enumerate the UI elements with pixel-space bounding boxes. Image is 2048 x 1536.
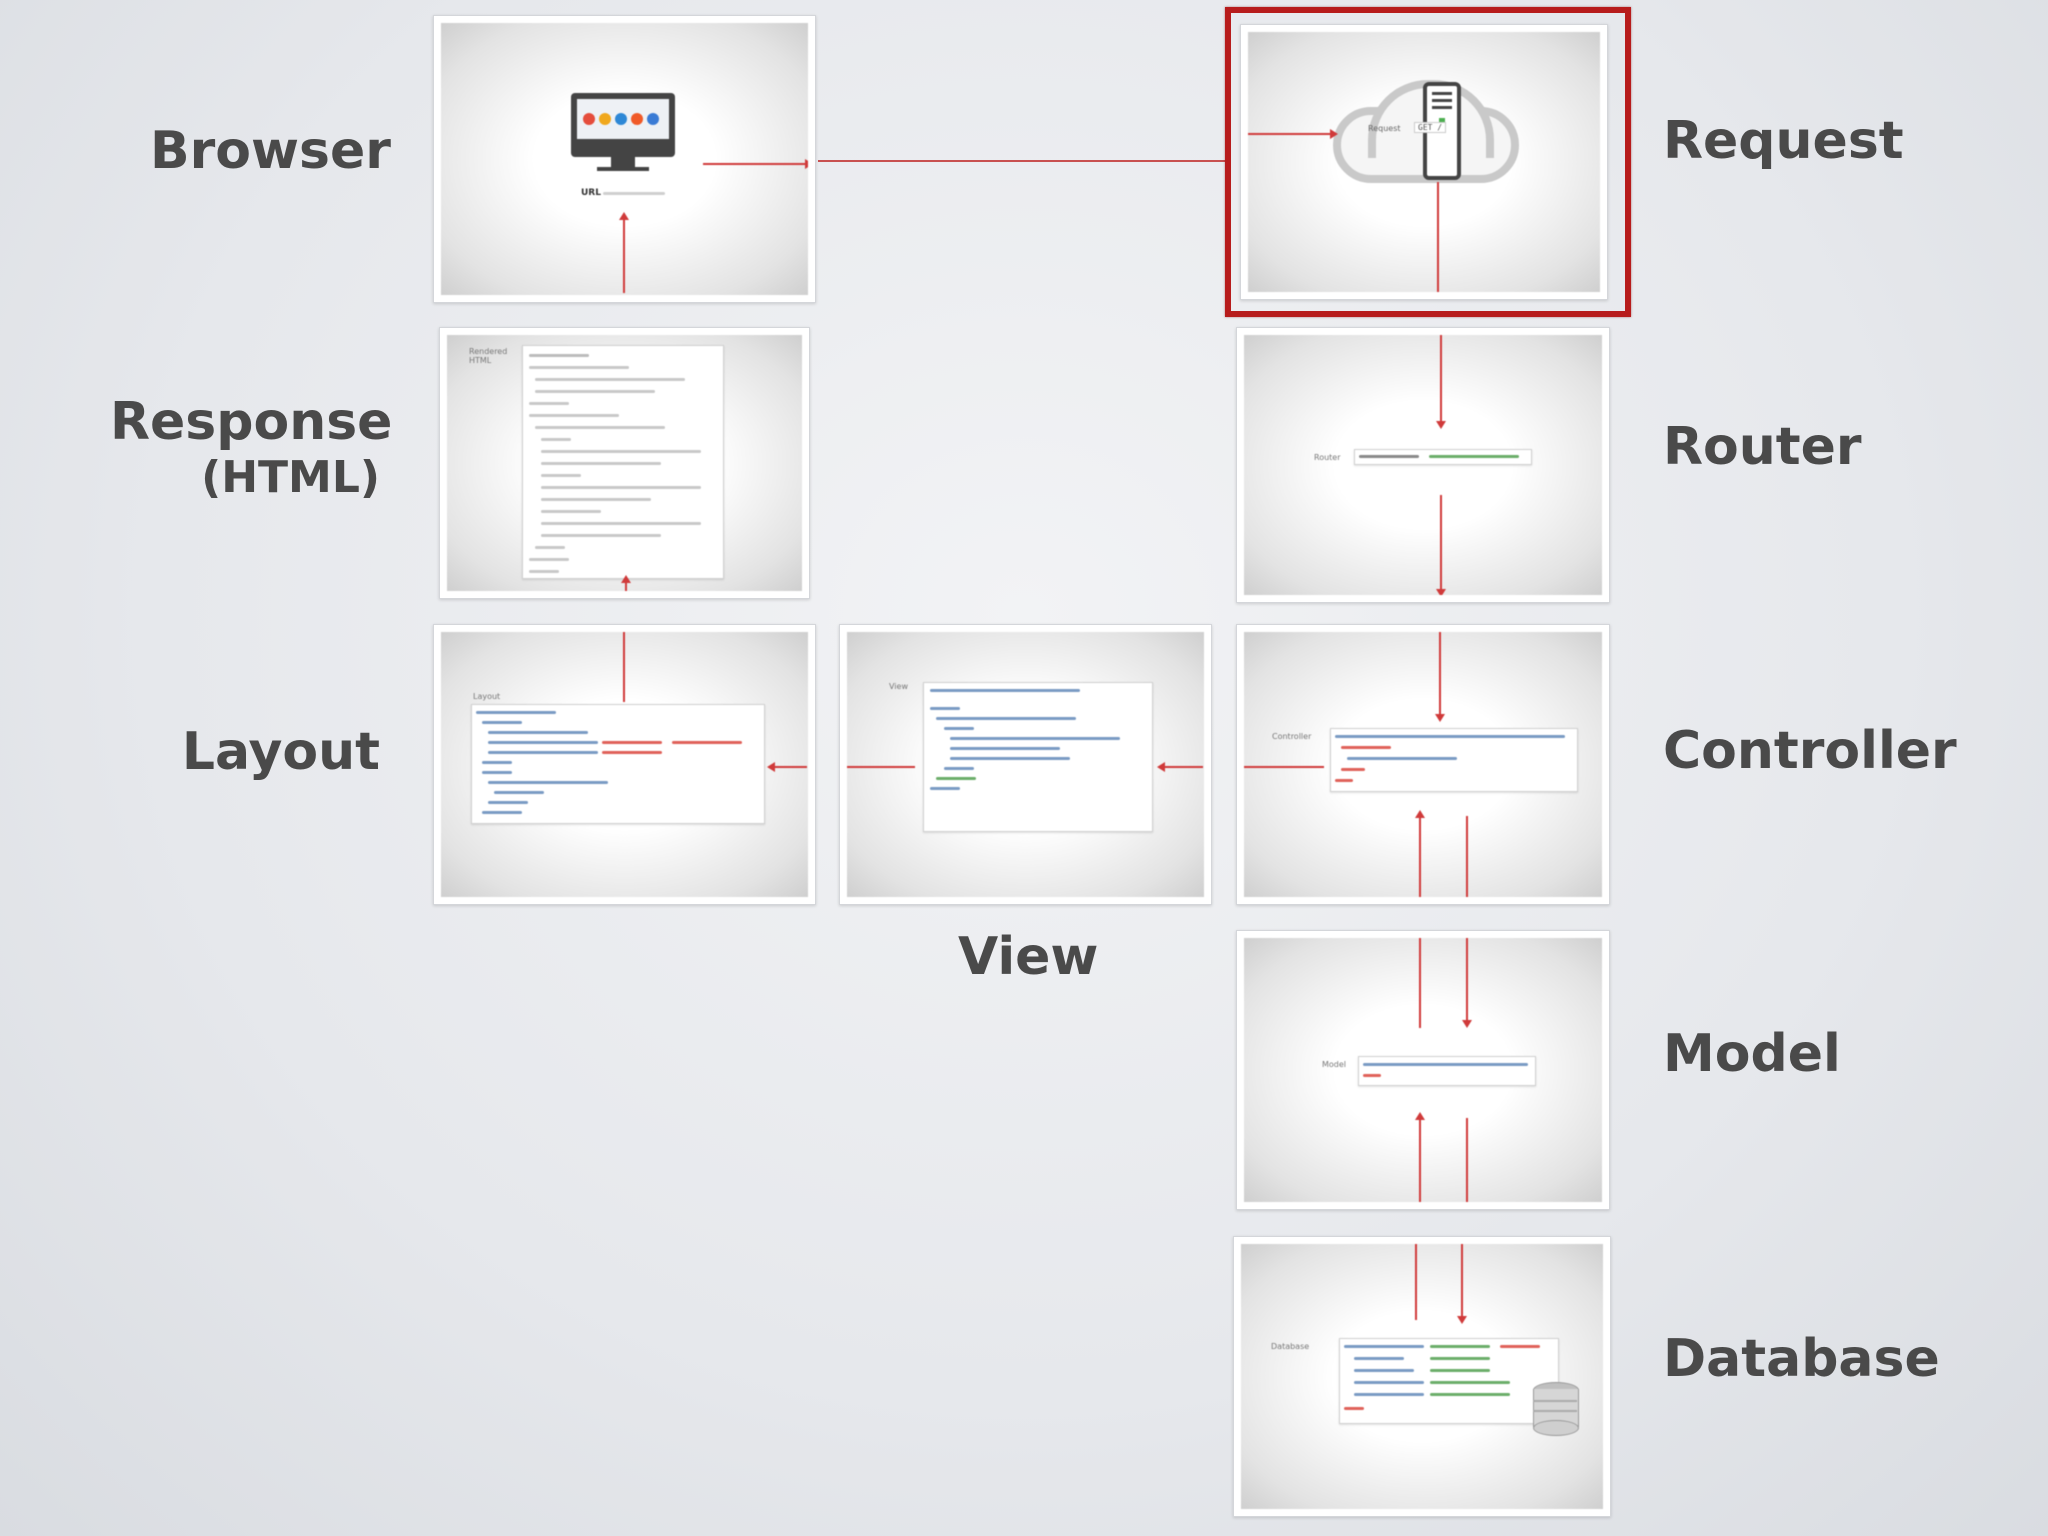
layout-code-box <box>471 704 765 824</box>
controller-line-out <box>1244 766 1324 768</box>
layout-tag: Layout <box>473 692 501 701</box>
request-value: GET / <box>1414 122 1447 133</box>
model-arrow-down-top <box>1462 938 1472 1028</box>
thumb-router[interactable]: Router <box>1236 327 1610 603</box>
response-tag: Rendered HTML <box>469 347 508 365</box>
thumb-model-inner: Model <box>1244 938 1602 1202</box>
label-controller: Controller <box>1663 721 1957 781</box>
thumb-view[interactable]: View <box>839 624 1212 905</box>
label-view: View <box>958 927 1099 987</box>
model-tag: Model <box>1322 1060 1347 1069</box>
monitor-icon <box>571 93 675 157</box>
label-response-sub: (HTML) <box>201 451 380 503</box>
database-tag: Database <box>1271 1342 1310 1351</box>
thumb-controller-inner: Controller <box>1244 632 1602 897</box>
browser-arrow-right <box>703 159 808 169</box>
thumb-view-inner: View <box>847 632 1204 897</box>
controller-arrow-in <box>1435 632 1445 722</box>
label-request: Request <box>1663 111 1904 171</box>
response-arrow-up <box>621 575 631 591</box>
view-line-out <box>847 766 915 768</box>
thumb-layout-inner: Layout <box>441 632 808 897</box>
thumb-layout[interactable]: Layout <box>433 624 816 905</box>
thumb-request[interactable]: Request GET / <box>1240 24 1608 300</box>
request-tag: Request <box>1368 124 1401 133</box>
thumb-response[interactable]: Rendered HTML <box>439 327 810 599</box>
label-response: Response (HTML) <box>110 392 392 503</box>
controller-code-box <box>1330 728 1578 792</box>
request-line-down <box>1437 182 1439 292</box>
browser-arrow-up <box>619 212 629 293</box>
database-arrow-down <box>1457 1244 1467 1324</box>
database-icon <box>1533 1382 1579 1436</box>
url-bar <box>603 192 665 195</box>
model-code-box <box>1358 1056 1536 1086</box>
thumb-router-inner: Router <box>1244 335 1602 595</box>
database-line-up <box>1415 1244 1417 1320</box>
thumb-request-inner: Request GET / <box>1248 32 1600 292</box>
model-line-down-bottom <box>1466 1118 1468 1202</box>
router-arrow-out <box>1436 495 1446 595</box>
label-layout: Layout <box>181 722 380 782</box>
router-code-box <box>1354 449 1532 465</box>
connector-browser-request <box>818 160 1228 162</box>
model-line-up-top <box>1419 938 1421 1028</box>
label-model: Model <box>1663 1024 1841 1084</box>
model-arrow-up-bottom <box>1415 1112 1425 1202</box>
controller-tag: Controller <box>1272 732 1312 741</box>
response-code-box <box>522 345 724 579</box>
view-arrow-left-in <box>1157 762 1203 772</box>
monitor-stand <box>611 157 635 167</box>
layout-arrow-left <box>767 762 807 772</box>
layout-line-top <box>623 632 625 702</box>
request-highlight <box>1225 7 1631 317</box>
label-browser: Browser <box>150 121 391 181</box>
label-router: Router <box>1663 417 1862 477</box>
label-response-main: Response <box>110 392 393 452</box>
controller-arrow-up <box>1415 810 1425 897</box>
browser-url-label: URL <box>581 188 601 198</box>
thumb-response-inner: Rendered HTML <box>447 335 802 591</box>
router-arrow-in <box>1436 335 1446 429</box>
thumb-database[interactable]: Database <box>1233 1236 1611 1517</box>
thumb-controller[interactable]: Controller <box>1236 624 1610 905</box>
thumb-browser-inner: URL <box>441 23 808 295</box>
database-code-box <box>1339 1338 1559 1424</box>
controller-line-down <box>1466 816 1468 897</box>
monitor-base <box>597 167 649 171</box>
label-database: Database <box>1663 1329 1940 1389</box>
view-code-box <box>923 682 1153 832</box>
router-tag: Router <box>1314 453 1341 462</box>
thumb-browser[interactable]: URL <box>433 15 816 303</box>
request-arrow-right <box>1248 129 1338 139</box>
view-tag: View <box>889 682 908 691</box>
thumb-model[interactable]: Model <box>1236 930 1610 1210</box>
thumb-database-inner: Database <box>1241 1244 1603 1509</box>
